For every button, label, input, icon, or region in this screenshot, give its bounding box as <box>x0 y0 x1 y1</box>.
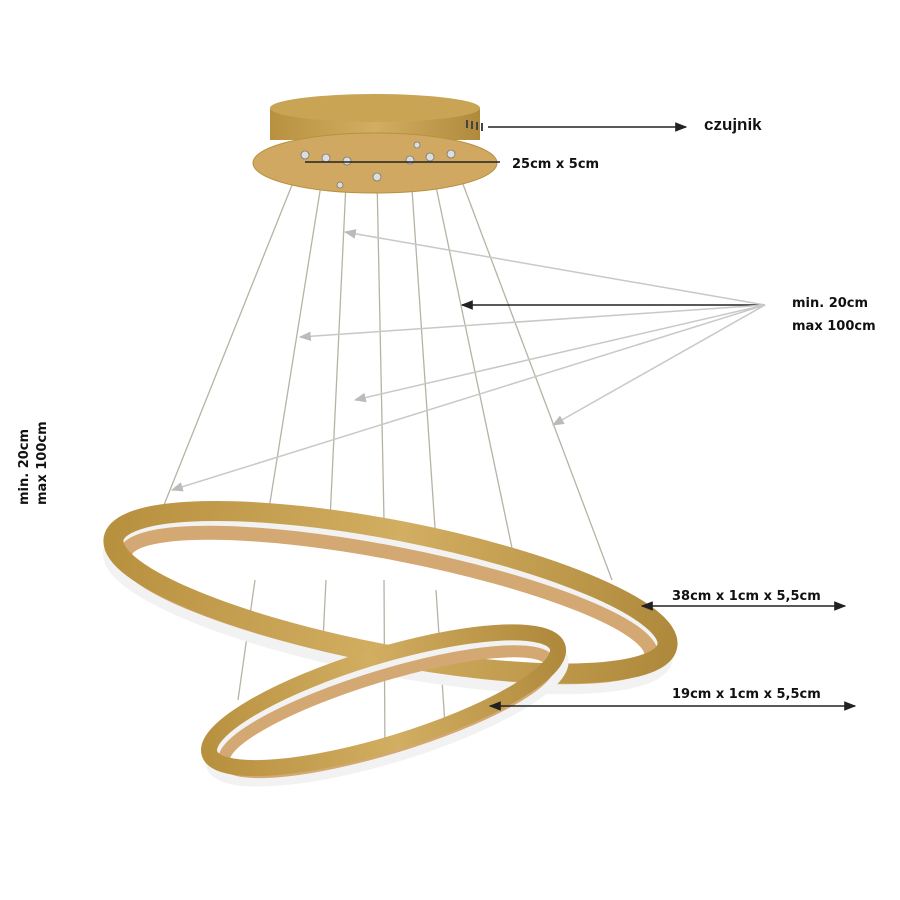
sensor-label: czujnik <box>704 115 762 134</box>
large-ring-size-label: 38cm x 1cm x 5,5cm <box>672 589 821 604</box>
large-ring <box>102 501 678 695</box>
side-length-label: min. 20cm max 100cm <box>16 421 52 505</box>
side-length-min: min. 20cm <box>17 428 32 505</box>
dimension-arrows <box>305 122 857 711</box>
small-ring-size-label: 19cm x 1cm x 5,5cm <box>672 687 821 702</box>
ceiling-canopy <box>252 94 498 194</box>
canopy-size-label: 25cm x 5cm <box>512 157 600 172</box>
cable-length-max-label: max 100cm <box>792 319 876 334</box>
sensor-icon <box>466 120 483 131</box>
small-ring <box>201 624 569 787</box>
side-length-max: max 100cm <box>35 421 50 505</box>
cable-length-min-label: min. 20cm <box>792 296 869 311</box>
cable-pointer-arrows <box>170 229 766 492</box>
suspension-wires <box>157 154 613 761</box>
